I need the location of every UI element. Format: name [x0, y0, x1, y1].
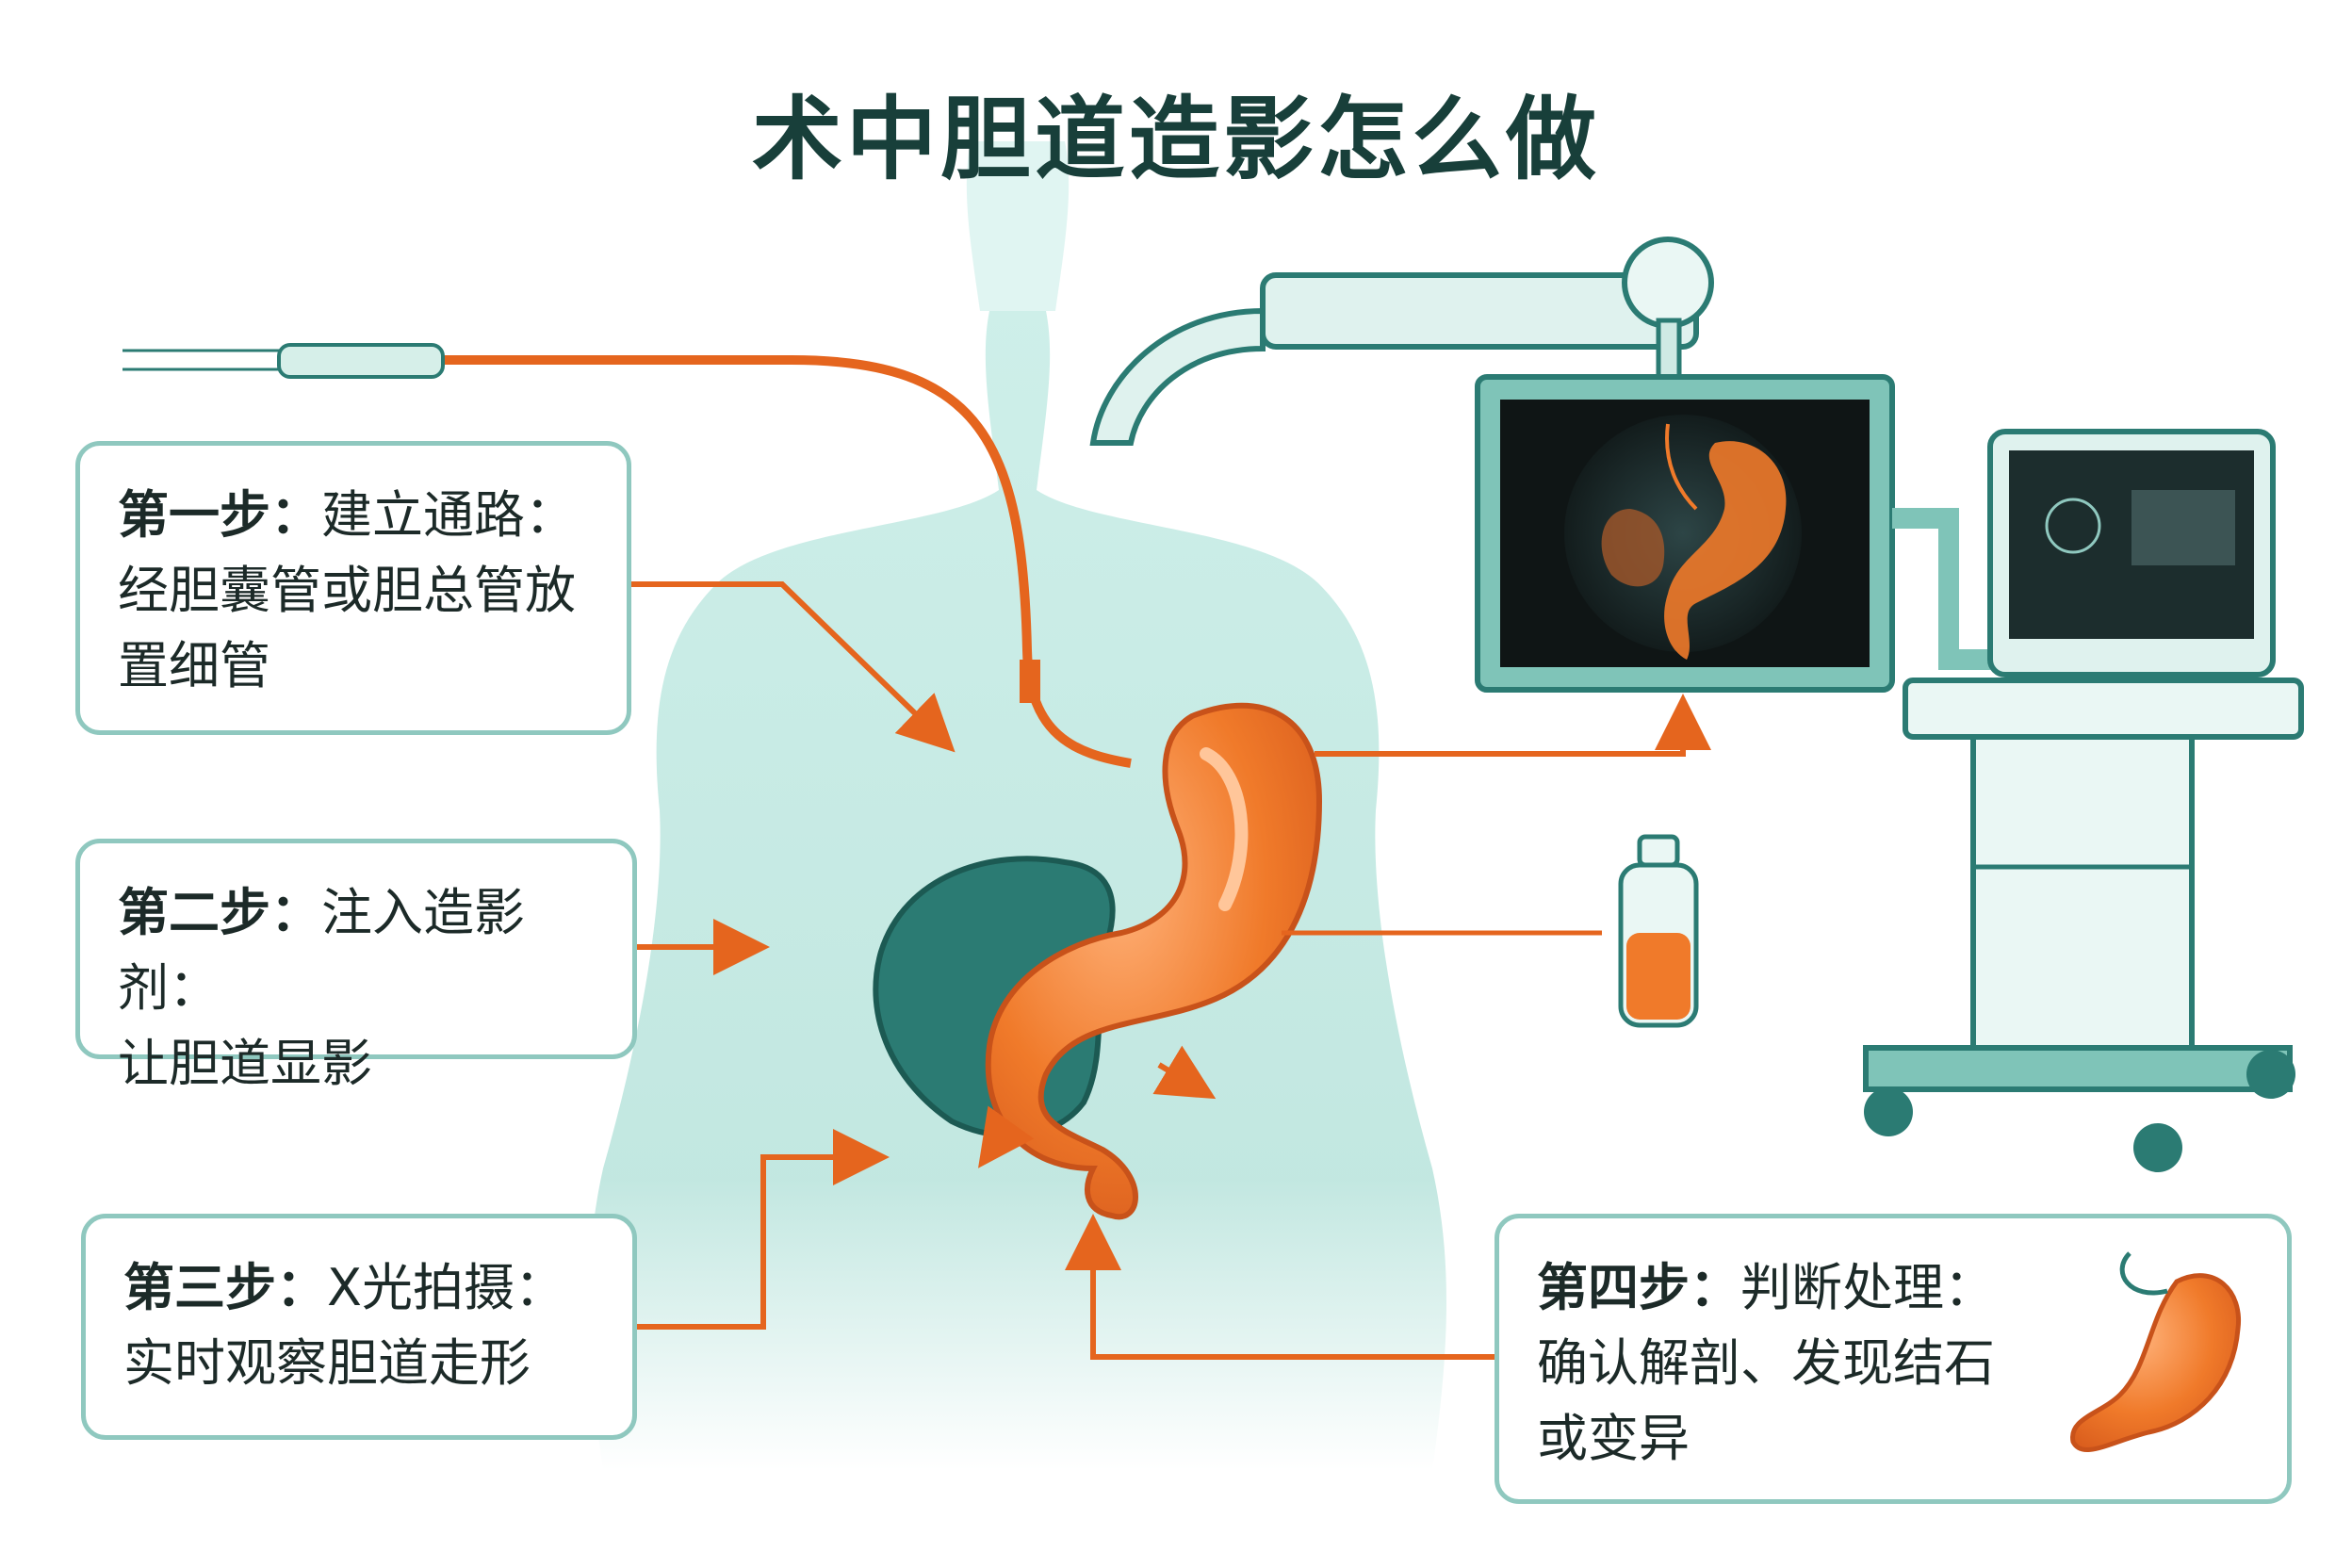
x-ray-stomach: [1664, 441, 1787, 660]
step-4-label: 第四步：: [1537, 1258, 1740, 1317]
step-4-title: 判断处理：: [1740, 1258, 1995, 1317]
small-duct: [2119, 1251, 2168, 1296]
page-title: 术中胆道造影怎么做: [752, 87, 1600, 192]
catheter-tip-marker: [1020, 660, 1040, 703]
catheter-tube: [122, 349, 283, 371]
step-1-line-1: 经胆囊管或胆总管放: [118, 561, 576, 620]
connector-step1: [631, 581, 956, 753]
catheter-connector: [277, 343, 445, 379]
x-ray-duct: [1665, 423, 1698, 511]
stomach-highlight: [1200, 747, 1249, 911]
cart-wheel-right: [2246, 1050, 2295, 1099]
step-3-label: 第三步：: [123, 1258, 327, 1317]
step-3-box: 第三步：X光拍摄： 实时观察胆道走形: [81, 1214, 637, 1440]
connector-monitor: [1315, 694, 1711, 757]
c-arm-joint: [1622, 237, 1714, 329]
cart-wheel-mid: [2133, 1123, 2182, 1172]
flow-arrow-left: [978, 1105, 1035, 1168]
step-2-label: 第二步：: [118, 883, 321, 942]
step-2-title: 注入造影剂：: [118, 883, 525, 1018]
connector-step4: [1065, 1214, 1494, 1360]
step-4-box: 第四步：判断处理： 确认解剖、发现结石 或变异: [1494, 1214, 2292, 1504]
step-1-label: 第一步：: [118, 485, 321, 545]
step-2-box: 第二步：注入造影剂： 让胆道显影: [75, 839, 637, 1093]
monitor-arm: [1892, 508, 1990, 670]
connector-step3: [637, 1129, 890, 1330]
x-ray-liver: [1601, 509, 1665, 587]
contrast-bottle-cap: [1637, 834, 1680, 868]
catheter-icon: [443, 355, 1132, 768]
step-4-line-1: 确认解剖、发现结石: [1537, 1333, 1995, 1393]
step-4-line-2: 或变异: [1537, 1409, 1690, 1468]
small-stomach-icon: [2070, 1273, 2242, 1453]
workstation-scan: [2132, 490, 2235, 565]
workstation-cabinet: [1970, 734, 2195, 1051]
step-3-line-1: 实时观察胆道走形: [123, 1333, 531, 1393]
step-1-line-2: 置细管: [118, 636, 270, 695]
workstation-desk: [1903, 678, 2304, 740]
step-1-title: 建立通路：: [321, 485, 576, 545]
workstation-base: [1863, 1045, 2293, 1092]
contrast-fluid: [1626, 933, 1690, 1020]
step-1-box: 第一步：建立通路： 经胆囊管或胆总管放 置细管: [75, 441, 631, 735]
flow-arrow-right: [1152, 1045, 1217, 1100]
step-2-line-1: 让胆道显影: [118, 1034, 372, 1093]
step-3-title: X光拍摄：: [327, 1258, 565, 1317]
neck-shape: [966, 141, 1070, 311]
workstation-crosshair: [2045, 498, 2101, 554]
cart-wheel-left: [1864, 1087, 1913, 1136]
